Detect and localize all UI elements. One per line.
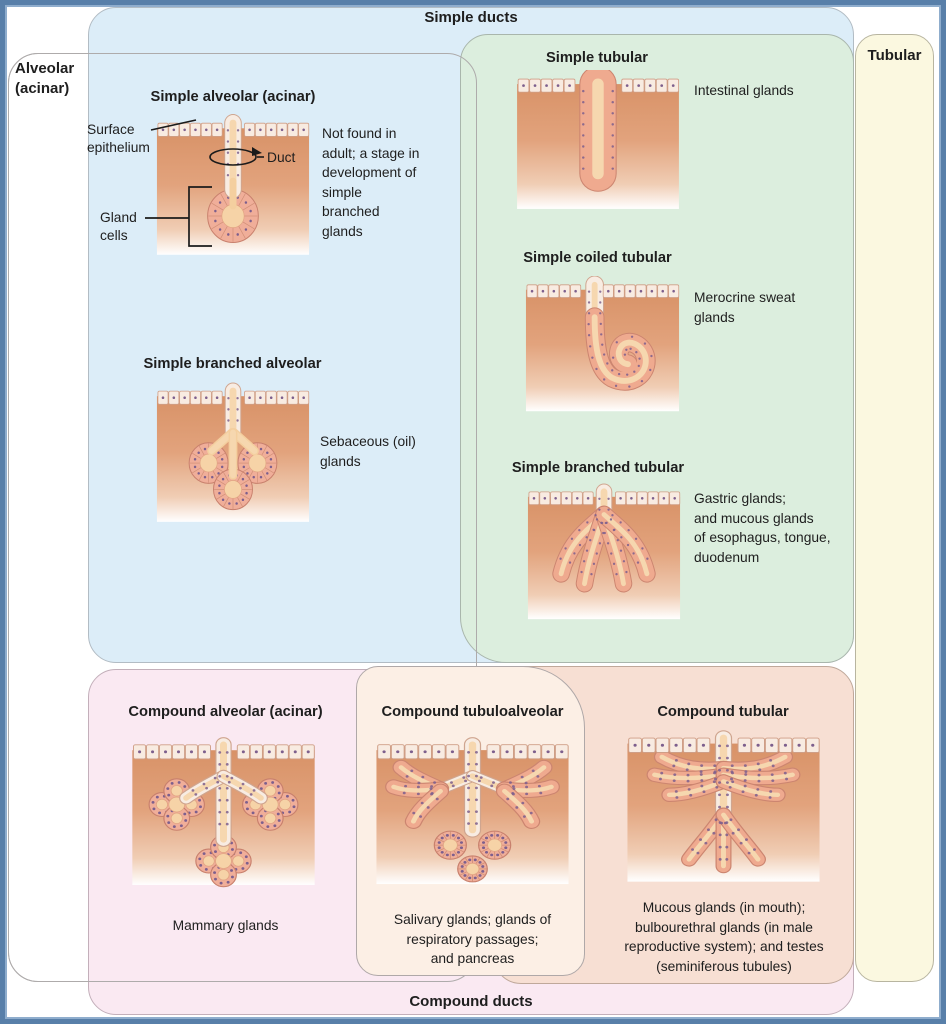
simple-alveolar-illustration bbox=[155, 114, 311, 267]
simple-alveolar-title: Simple alveolar (acinar) bbox=[150, 89, 316, 105]
compound-tubuloalveolar-title: Compound tubuloalveolar bbox=[381, 704, 564, 720]
simple-branched-alveolar-description: Sebaceous (oil) glands bbox=[320, 434, 416, 469]
surface-epithelium-label: Surface epithelium bbox=[87, 122, 150, 156]
simple-alveolar-description: Not found in adult; a stage in developme… bbox=[322, 126, 420, 239]
simple-branched-tubular-description: Gastric glands; and mucous glands of eso… bbox=[694, 491, 831, 565]
compound-alveolar-title: Compound alveolar (acinar) bbox=[128, 704, 323, 720]
compound-alveolar-description: Mammary glands bbox=[172, 918, 279, 933]
simple-branched-alveolar-title: Simple branched alveolar bbox=[143, 356, 322, 372]
simple-branched-tubular-title: Simple branched tubular bbox=[511, 460, 685, 476]
simple-branched-alveolar-illustration bbox=[155, 382, 311, 534]
simple-branched-tubular-illustration bbox=[526, 483, 682, 631]
duct-label: Duct bbox=[267, 150, 296, 165]
compound-tubular-description: Mucous glands (in mouth); bulbourethral … bbox=[624, 900, 824, 974]
alveolar-category-label: Alveolar (acinar) bbox=[15, 60, 75, 98]
compound-tubuloalveolar-description: Salivary glands; glands of respiratory p… bbox=[393, 912, 552, 967]
gland-cells-label: Gland cells bbox=[100, 210, 137, 244]
simple-coiled-tubular-description: Merocrine sweat glands bbox=[694, 290, 796, 325]
simple-tubular-title: Simple tubular bbox=[545, 50, 648, 66]
tubular-category-panel bbox=[855, 34, 934, 982]
compound-tubular-title: Compound tubular bbox=[657, 704, 789, 720]
compound-ducts-label: Compound ducts bbox=[409, 993, 533, 1010]
tubular-category-label: Tubular bbox=[867, 47, 922, 64]
simple-tubular-description: Intestinal glands bbox=[694, 83, 794, 98]
compound-alveolar-illustration bbox=[130, 735, 317, 898]
simple-ducts-label: Simple ducts bbox=[424, 9, 518, 26]
compound-tubuloalveolar-illustration bbox=[374, 735, 571, 897]
simple-tubular-illustration bbox=[515, 70, 681, 221]
compound-tubular-illustration bbox=[625, 728, 822, 895]
simple-coiled-tubular-title: Simple coiled tubular bbox=[523, 250, 672, 266]
alveolar-category-panel-outline bbox=[8, 53, 477, 982]
simple-coiled-tubular-illustration bbox=[524, 276, 681, 423]
